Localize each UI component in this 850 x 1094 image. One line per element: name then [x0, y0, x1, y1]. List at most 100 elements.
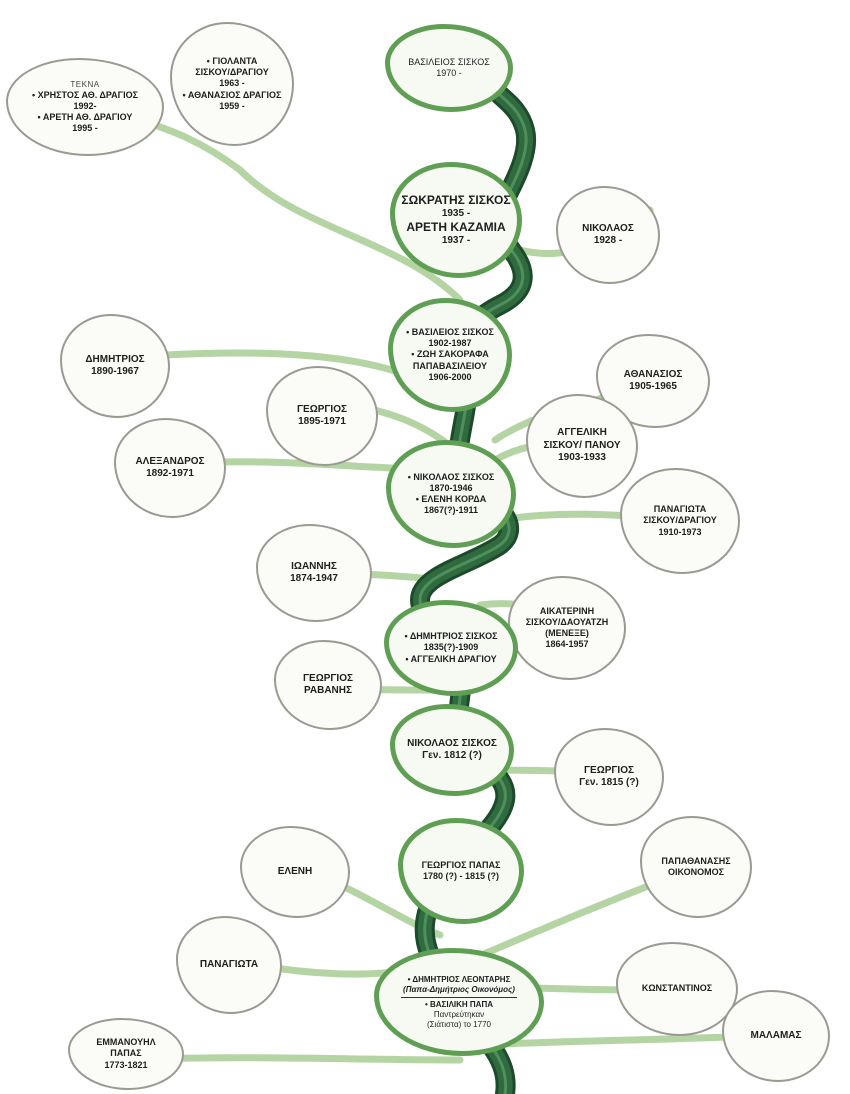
leaf-vasileios-sískos-1970: ΒΑΣΙΛΕΙΟΣ ΣΙΣΚΟΣ 1970 - — [385, 24, 513, 112]
leaf-panagiota: ΠΑΝΑΓΙΩΤΑ — [176, 916, 282, 1014]
leaf-line: ΠΑΝΑΓΙΩΤΑ — [199, 958, 259, 970]
leaf-line: • ΔΗΜΗΤΡΙΟΣ ΛΕΟΝΤΑΡΗΣ — [407, 974, 511, 984]
leaf-line: 1910-1973 — [658, 526, 702, 537]
leaf-dimitrios-1890: ΔΗΜΗΤΡΙΟΣ 1890-1967 — [60, 314, 170, 418]
leaf-line: Γεν. 1815 (?) — [579, 777, 639, 788]
leaf-line: (Παπα-Δημήτριος Οικονόμος) — [403, 984, 515, 994]
leaf-konstantinos: ΚΩΝΣΤΑΝΤΙΝΟΣ — [616, 942, 738, 1036]
leaf-malamas: ΜΑΛΑΜΑΣ — [722, 990, 830, 1082]
leaf-line: Παντρεύτηκαν — [433, 1009, 485, 1019]
leaf-georgios-1895: ΓΕΩΡΓΙΟΣ 1895-1971 — [266, 366, 378, 466]
leaf-line: (Σιάτιστα) το 1770 — [427, 1019, 491, 1029]
leaf-papathanasis: ΠΑΠΑΘΑΝΑΣΗΣ ΟΙΚΟΝΟΜΟΣ — [640, 816, 752, 918]
leaf-georgios-ravanis: ΓΕΩΡΓΙΟΣ ΡΑΒΑΝΗΣ — [274, 640, 382, 730]
leaf-line: ΠΑΝΑΓΙΩΤΑ — [653, 504, 707, 515]
leaf-line: ΑΘΑΝΑΣΙΟΣ — [623, 368, 683, 380]
leaf-separator — [401, 996, 517, 998]
leaf-line: 1870-1946 — [429, 482, 473, 493]
leaf-line: ΓΕΩΡΓΙΟΣ — [303, 672, 353, 684]
leaf-line: ΜΑΛΑΜΑΣ — [750, 1029, 802, 1041]
leaf-emmanouil: ΕΜΜΑΝΟΥΗΛ ΠΑΠΑΣ 1773-1821 — [68, 1018, 184, 1090]
leaf-line: ΓΕΩΡΓΙΟΣ — [297, 403, 347, 415]
leaf-dimitrios-1835: • ΔΗΜΗΤΡΙΟΣ ΣΙΣΚΟΣ 1835(?)-1909 • ΑΓΓΕΛΙ… — [384, 600, 518, 696]
leaf-line: ΠΑΠΑΘΑΝΑΣΗΣ — [661, 855, 731, 866]
leaf-line: 1970 - — [436, 68, 462, 78]
leaf-georgios-papas: ΓΕΩΡΓΙΟΣ ΠΑΠΑΣ 1780 (?) - 1815 (?) — [398, 818, 524, 924]
leaf-line: 1892-1971 — [146, 468, 194, 479]
leaf-line: ΡΑΒΑΝΗΣ — [303, 685, 353, 696]
leaf-line: 1963 - — [219, 78, 245, 89]
leaf-line: • ΒΑΣΙΛΕΙΟΣ ΣΙΣΚΟΣ — [406, 326, 494, 337]
leaf-line: ΒΑΣΙΛΕΙΟΣ ΣΙΣΚΟΣ — [408, 56, 490, 67]
leaf-aggeliki-1903: ΑΓΓΕΛΙΚΗ ΣΙΣΚΟΥ/ ΠΑΝΟΥ 1903-1933 — [526, 394, 638, 498]
leaf-vasileios-1902: • ΒΑΣΙΛΕΙΟΣ ΣΙΣΚΟΣ 1902-1987 • ΖΩΗ ΣΑΚΟΡ… — [388, 298, 512, 412]
vine-branch — [236, 166, 464, 304]
leaf-line: 1959 - — [219, 100, 245, 111]
leaf-aikaterini: ΑΙΚΑΤΕΡΙΝΗ ΣΙΣΚΟΥ/ΔΑΟΥΑΤΖΗ (ΜΕΝΕΞΕ) 1864… — [508, 576, 626, 680]
leaf-dimitrios-leontaris: • ΔΗΜΗΤΡΙΟΣ ΛΕΟΝΤΑΡΗΣ (Παπα-Δημήτριος Οι… — [374, 948, 544, 1056]
leaf-line: ΕΛΕΝΗ — [277, 865, 313, 877]
leaf-line: ΔΗΜΗΤΡΙΟΣ — [85, 353, 145, 365]
leaf-line: ΑΡΕΤΗ ΚΑΖΑΜΙΑ — [406, 220, 506, 234]
leaf-line: 1895-1971 — [298, 416, 346, 427]
leaf-line: (ΜΕΝΕΞΕ) — [545, 628, 589, 638]
leaf-line: ΠΑΠΑΒΑΣΙΛΕΙΟΥ — [412, 360, 488, 371]
leaf-line: ΓΕΩΡΓΙΟΣ — [584, 764, 634, 776]
leaf-line: ΙΩΑΝΝΗΣ — [291, 560, 337, 572]
leaf-line: ΑΓΓΕΛΙΚΗ — [557, 427, 607, 439]
leaf-line: ΣΙΣΚΟΥ/ΔΡΑΓΙΟΥ — [195, 67, 269, 78]
leaf-line: 1835(?)-1909 — [423, 642, 479, 653]
leaf-line: 1903-1933 — [558, 452, 606, 464]
leaf-line: 1773-1821 — [104, 1059, 148, 1070]
leaf-line: ΕΜΜΑΝΟΥΗΛ — [96, 1037, 156, 1048]
leaf-line: 1995 - — [72, 123, 98, 134]
leaf-giolanta: • ΓΙΟΛΑΝΤΑ ΣΙΣΚΟΥ/ΔΡΑΓΙΟΥ 1963 - • ΑΘΑΝΑ… — [170, 22, 294, 146]
leaf-eleni: ΕΛΕΝΗ — [240, 826, 350, 918]
leaf-line: 1992- — [73, 100, 97, 111]
leaf-line: ΑΛΕΞΑΝΔΡΟΣ — [135, 455, 205, 467]
leaf-line: 1906-2000 — [428, 371, 472, 382]
leaf-line: ΠΑΠΑΣ — [110, 1048, 142, 1059]
leaf-line: • ΔΗΜΗΤΡΙΟΣ ΣΙΣΚΟΣ — [404, 631, 498, 642]
leaf-line: • ΕΛΕΝΗ ΚΟΡΔΑ — [415, 494, 487, 504]
leaf-line: • ΝΙΚΟΛΑΟΣ ΣΙΣΚΟΣ — [407, 471, 495, 482]
leaf-line: ΚΩΝΣΤΑΝΤΙΝΟΣ — [641, 983, 713, 994]
leaf-line: ΓΕΩΡΓΙΟΣ ΠΑΠΑΣ — [421, 859, 501, 870]
leaf-line: • ΒΑΣΙΛΙΚΗ ΠΑΠΑ — [424, 999, 494, 1009]
leaf-ioannis: ΙΩΑΝΝΗΣ 1874-1947 — [256, 524, 372, 622]
leaf-line: Γεν. 1812 (?) — [422, 750, 482, 761]
leaf-line: 1864-1957 — [545, 639, 589, 650]
leaf-line: 1937 - — [441, 235, 471, 246]
leaf-line: • ΑΓΓΕΛΙΚΗ ΔΡΑΓΙΟΥ — [405, 653, 497, 664]
leaf-nikolaos-1870: • ΝΙΚΟΛΑΟΣ ΣΙΣΚΟΣ 1870-1946 • ΕΛΕΝΗ ΚΟΡΔ… — [386, 440, 516, 548]
leaf-line: • ΧΡΗΣΤΟΣ ΑΘ. ΔΡΑΓΙΟΣ — [31, 89, 138, 100]
leaf-line: 1905-1965 — [629, 381, 677, 392]
leaf-nikolaos-1812: ΝΙΚΟΛΑΟΣ ΣΙΣΚΟΣ Γεν. 1812 (?) — [390, 704, 514, 796]
leaf-line: 1780 (?) - 1815 (?) — [422, 871, 500, 881]
leaf-line: 1902-1987 — [428, 338, 472, 349]
leaf-line: ΣΙΣΚΟΥ/ΔΡΑΓΙΟΥ — [643, 515, 717, 526]
leaf-line: ΑΙΚΑΤΕΡΙΝΗ — [539, 605, 595, 616]
leaf-line: ΤΕΚΝΑ — [70, 79, 100, 89]
leaf-line: ΣΙΣΚΟΥ/ΔΑΟΥΑΤΖΗ — [525, 616, 609, 627]
leaf-georgios-1815: ΓΕΩΡΓΙΟΣ Γεν. 1815 (?) — [554, 728, 664, 826]
leaf-line: 1890-1967 — [91, 366, 139, 377]
leaf-line: • ΑΡΕΤΗ ΑΘ. ΔΡΑΓΙΟΥ — [37, 112, 133, 122]
leaf-nikolaos-1928: ΝΙΚΟΛΑΟΣ 1928 - — [556, 186, 660, 284]
leaf-alexandros: ΑΛΕΞΑΝΔΡΟΣ 1892-1971 — [114, 418, 226, 518]
leaf-panagiota-1910: ΠΑΝΑΓΙΩΤΑ ΣΙΣΚΟΥ/ΔΡΑΓΙΟΥ 1910-1973 — [620, 468, 740, 574]
leaf-line: • ΑΘΑΝΑΣΙΟΣ ΔΡΑΓΙΟΣ — [182, 89, 282, 100]
leaf-sokratis: ΣΩΚΡΑΤΗΣ ΣΙΣΚΟΣ 1935 - ΑΡΕΤΗ ΚΑΖΑΜΙΑ 193… — [390, 162, 522, 278]
leaf-line: ΝΙΚΟΛΑΟΣ — [582, 222, 634, 234]
leaf-line: 1874-1947 — [290, 573, 338, 584]
leaf-children: ΤΕΚΝΑ • ΧΡΗΣΤΟΣ ΑΘ. ΔΡΑΓΙΟΣ 1992- • ΑΡΕΤ… — [6, 58, 164, 156]
leaf-line: • ΖΩΗ ΣΑΚΟΡΑΦΑ — [411, 349, 489, 360]
leaf-line: 1935 - — [441, 207, 471, 219]
leaf-line: 1928 - — [593, 235, 623, 246]
leaf-line: ΣΩΚΡΑΤΗΣ ΣΙΣΚΟΣ — [401, 192, 511, 207]
leaf-line: ΟΙΚΟΝΟΜΟΣ — [668, 867, 724, 877]
leaf-line: ΝΙΚΟΛΑΟΣ ΣΙΣΚΟΣ — [407, 737, 497, 749]
leaf-line: ΣΙΣΚΟΥ/ ΠΑΝΟΥ — [543, 439, 621, 451]
leaf-line: • ΓΙΟΛΑΝΤΑ — [206, 55, 258, 66]
leaf-line: 1867(?)-1911 — [423, 505, 479, 516]
